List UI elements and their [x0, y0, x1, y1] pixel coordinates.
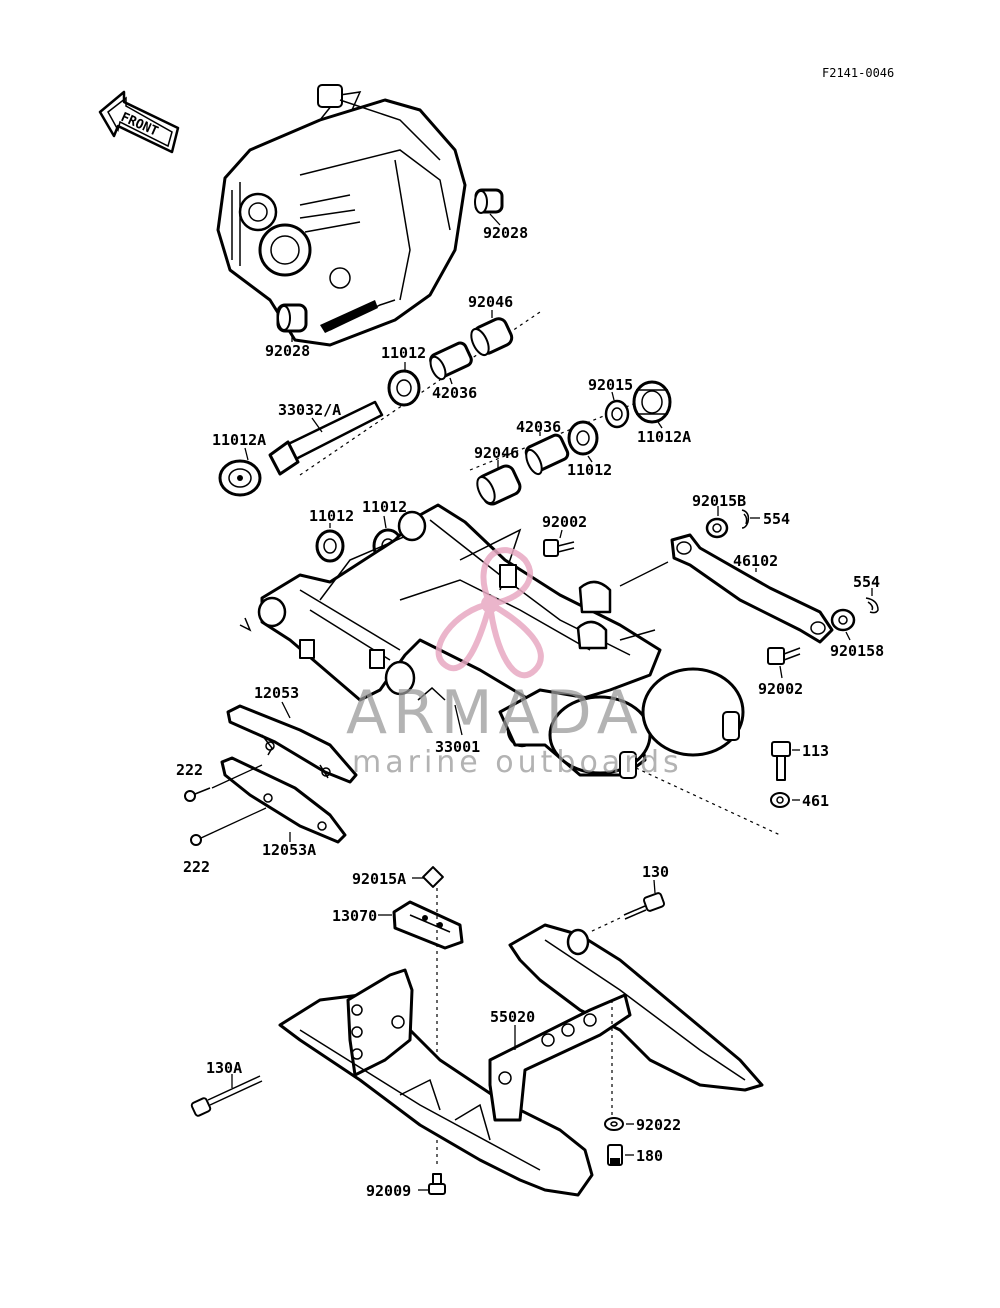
nut-92015B — [705, 517, 729, 539]
label-92028-top: 92028 — [483, 224, 528, 242]
label-11012-b: 11012 — [567, 461, 612, 479]
label-55020: 55020 — [490, 1008, 535, 1026]
bolt-130A — [190, 1075, 263, 1117]
bolt-92002-a — [543, 539, 575, 557]
watermark-brand: ARMADA — [346, 678, 644, 748]
washer-461 — [770, 792, 790, 808]
label-130: 130 — [642, 863, 669, 881]
label-92015A: 92015A — [352, 870, 406, 888]
engine-crankcase — [216, 84, 467, 347]
label-13070: 13070 — [332, 907, 377, 925]
washer-92022 — [604, 1117, 624, 1131]
label-554-b: 554 — [853, 573, 880, 591]
label-11012-a: 11012 — [381, 344, 426, 362]
label-92009: 92009 — [366, 1182, 411, 1200]
screw-222-b — [190, 831, 215, 846]
guard-55020 — [278, 923, 764, 1197]
chain-guide-12053 — [226, 704, 358, 784]
guide-block-13070 — [392, 900, 464, 950]
bolt-180 — [607, 1144, 623, 1166]
label-11012A-left: 11012A — [212, 431, 266, 449]
label-33032: 33032/A — [278, 401, 341, 419]
label-11012-c: 11012 — [309, 507, 354, 525]
label-92022: 92022 — [636, 1116, 681, 1134]
oil-seal-11012-c — [315, 529, 345, 563]
label-33001: 33001 — [435, 738, 480, 756]
sleeve-42036-a — [429, 341, 473, 381]
label-222-b: 222 — [183, 858, 210, 876]
label-113: 113 — [802, 742, 829, 760]
label-42036-b: 42036 — [516, 418, 561, 436]
cap-11012A-right — [632, 380, 672, 424]
label-11012A-right: 11012A — [637, 428, 691, 446]
label-92046-a: 92046 — [468, 293, 513, 311]
screw-92009 — [428, 1173, 446, 1195]
front-arrow-icon — [98, 90, 180, 154]
nut-92015A — [422, 866, 444, 888]
swing-arm-33001 — [239, 503, 745, 779]
bolt-113 — [771, 741, 791, 781]
pivot-shaft-33032 — [268, 400, 384, 476]
oil-seal-11012-b — [567, 420, 599, 456]
chain-guide-12053A — [220, 756, 347, 844]
sleeve-42036-b — [524, 433, 570, 476]
label-180: 180 — [636, 1147, 663, 1165]
bushing-92028-left — [276, 303, 308, 333]
nut-920158 — [830, 608, 856, 632]
label-92046-b: 92046 — [474, 444, 519, 462]
label-42036-a: 42036 — [432, 384, 477, 402]
label-92015: 92015 — [588, 376, 633, 394]
needle-bearing-92046-a — [470, 317, 514, 357]
label-92002-b: 92002 — [758, 680, 803, 698]
label-11012-d: 11012 — [362, 498, 407, 516]
cotter-pin-554-a — [741, 509, 750, 529]
label-554-a: 554 — [763, 510, 790, 528]
torque-link-46102 — [670, 533, 834, 644]
bolt-92002-b — [767, 647, 801, 665]
watermark-tagline: marine outboards — [352, 745, 683, 780]
label-46102: 46102 — [733, 552, 778, 570]
watermark-logo — [435, 547, 544, 679]
cotter-pin-554-b — [865, 597, 879, 614]
cap-11012A-left — [218, 459, 262, 497]
bushing-92028-top — [474, 188, 504, 214]
bolt-130 — [623, 892, 666, 920]
label-920158: 920158 — [830, 642, 884, 660]
label-92015B: 92015B — [692, 492, 746, 510]
label-12053: 12053 — [254, 684, 299, 702]
label-222-a: 222 — [176, 761, 203, 779]
label-12053A: 12053A — [262, 841, 316, 859]
diagram-code: F2141-0046 — [822, 66, 894, 80]
oil-seal-11012-a — [387, 369, 421, 407]
screw-222-a — [184, 787, 211, 802]
label-130A: 130A — [206, 1059, 242, 1077]
label-92028-left: 92028 — [265, 342, 310, 360]
label-92002-a: 92002 — [542, 513, 587, 531]
label-461: 461 — [802, 792, 829, 810]
needle-bearing-92046-b — [476, 464, 522, 506]
washer-92015 — [604, 399, 630, 429]
